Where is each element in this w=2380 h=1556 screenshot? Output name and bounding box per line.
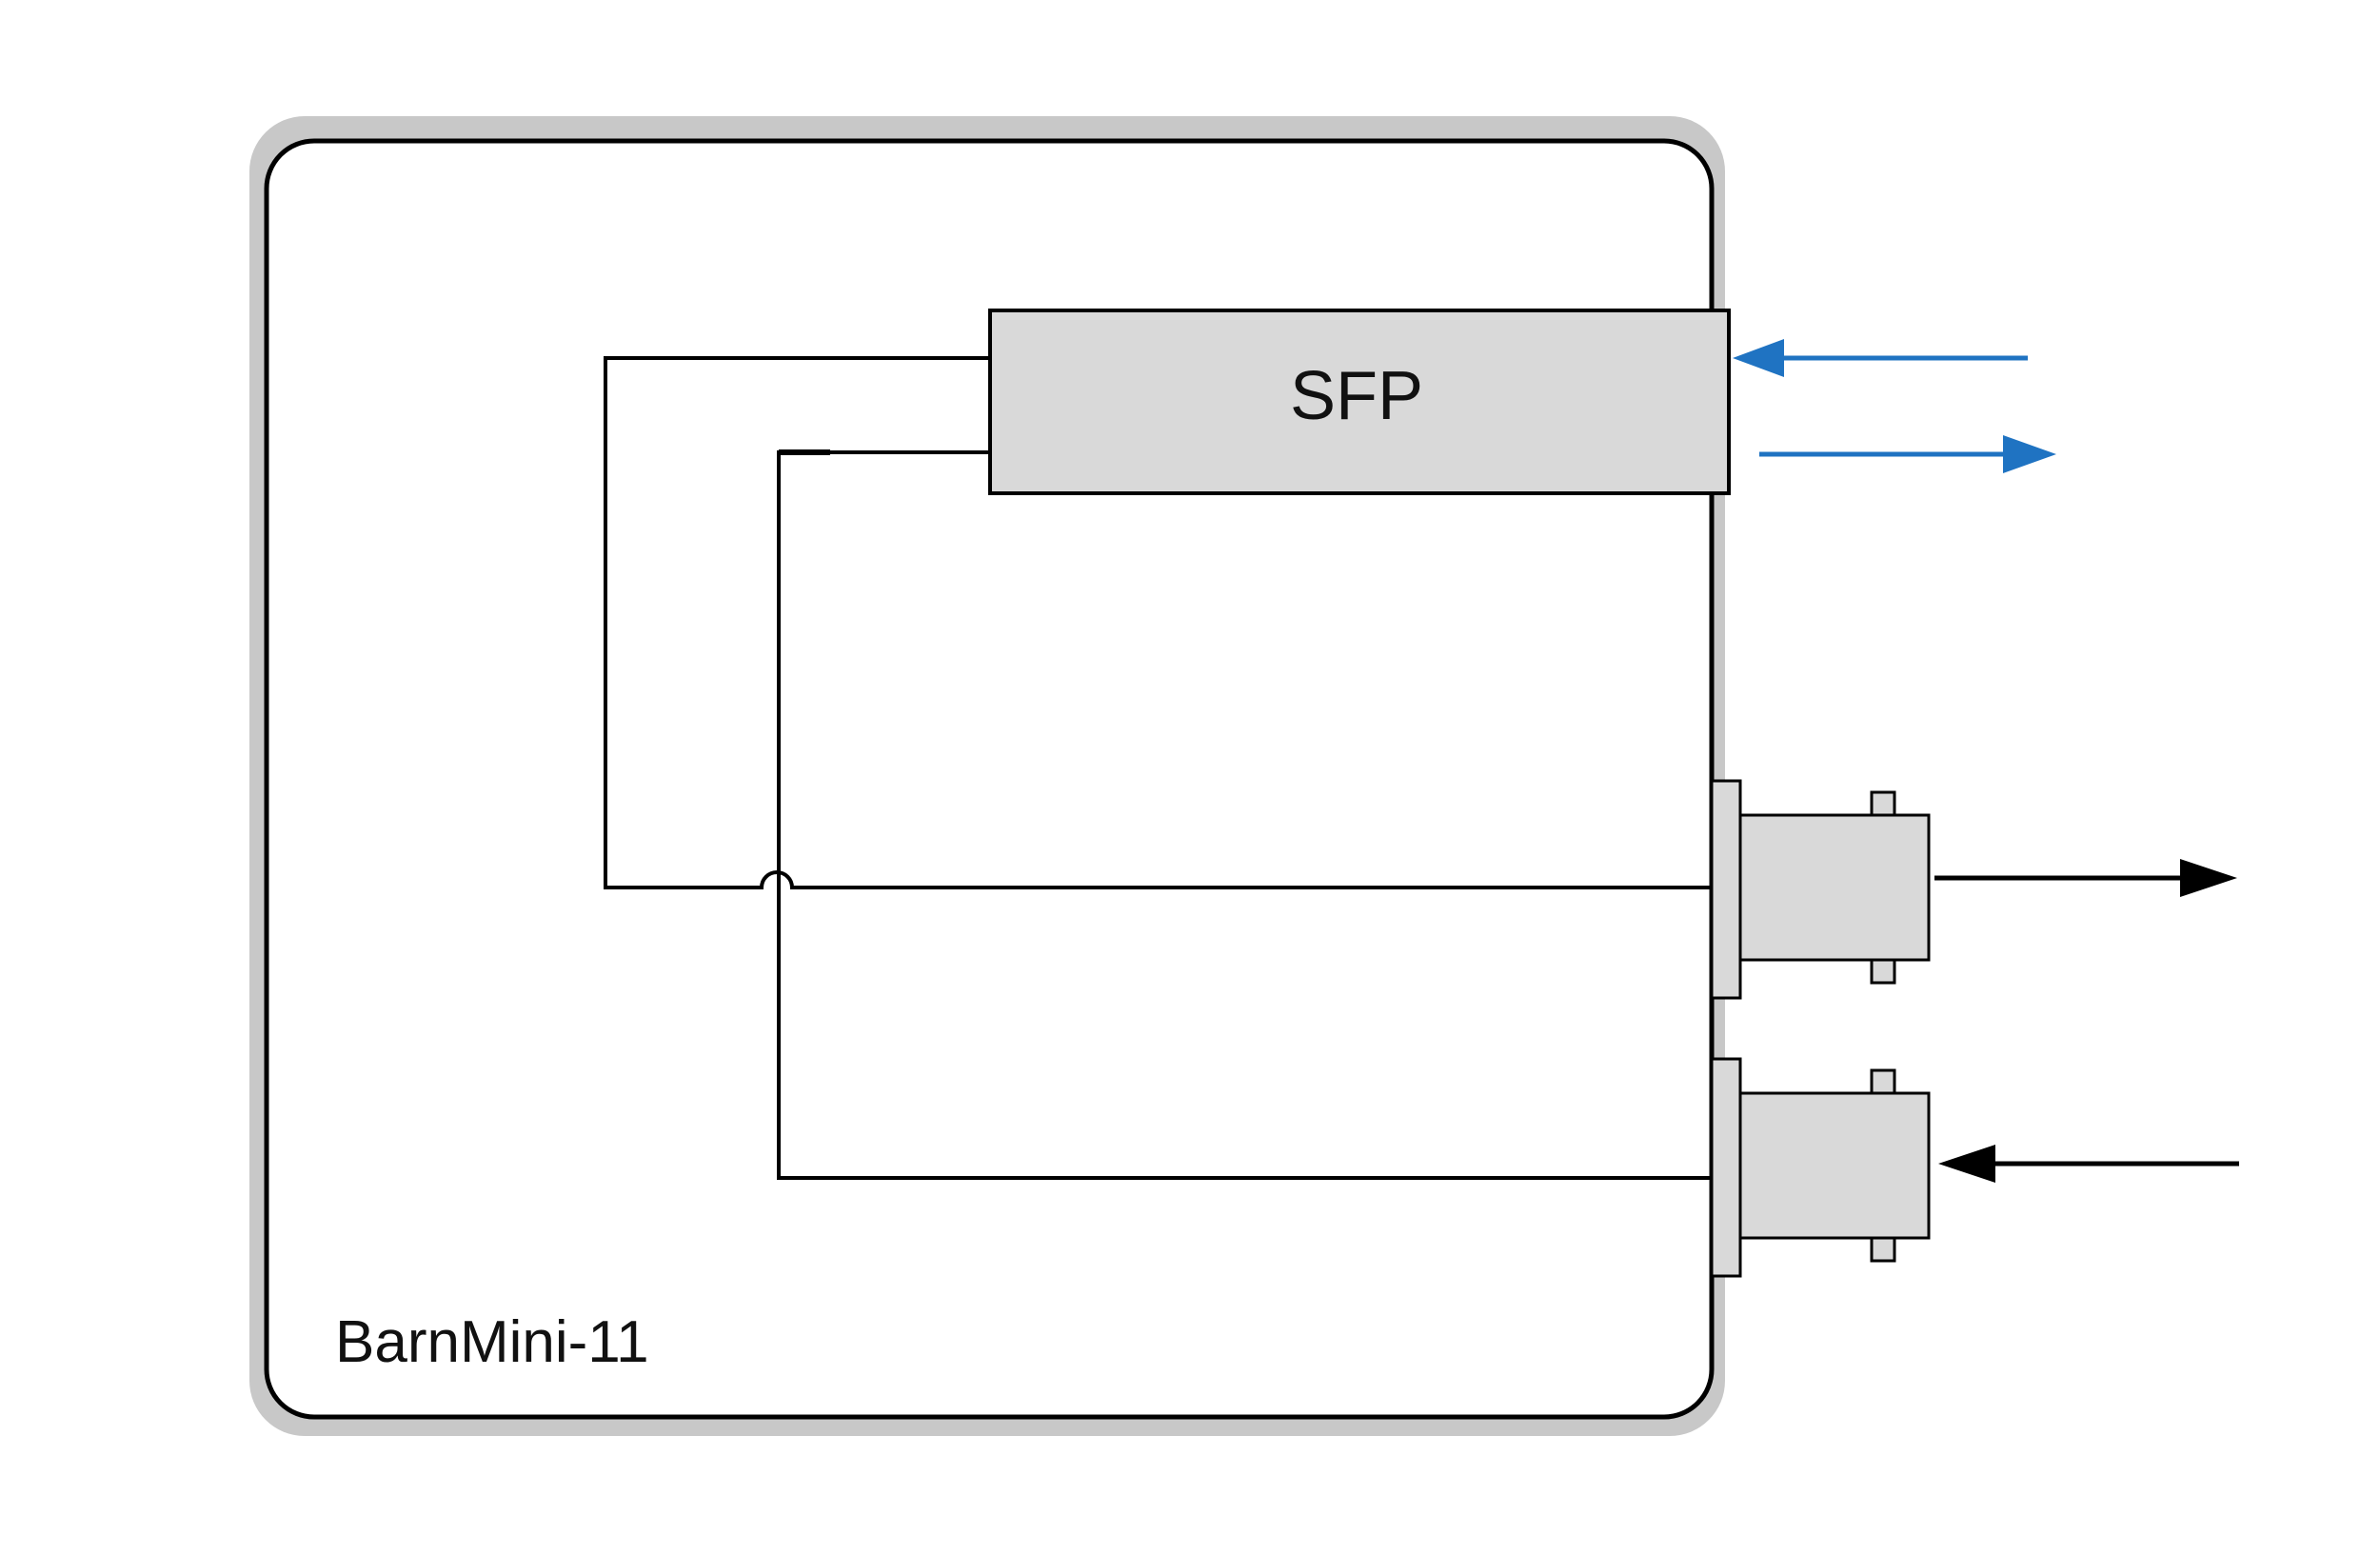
fiber-in-arrow-icon: [1733, 339, 2028, 377]
bnc-in-arrow-icon: [1938, 1145, 2239, 1183]
wire-bnc-in-to-sfp: [777, 450, 1714, 1180]
bnc-connector-top: [1710, 779, 1931, 1000]
device-label: BarnMini-11: [335, 1309, 649, 1375]
internal-wiring: [604, 356, 1714, 1180]
bnc-out-arrow-icon: [1934, 859, 2237, 897]
sfp-label: SFP: [1290, 358, 1423, 434]
sfp-module: SFP: [988, 309, 1731, 495]
wire-sfp-to-bnc-out: [604, 356, 1714, 889]
fiber-out-arrow-icon: [1759, 435, 2056, 473]
bnc-connector-bottom: [1710, 1057, 1931, 1278]
